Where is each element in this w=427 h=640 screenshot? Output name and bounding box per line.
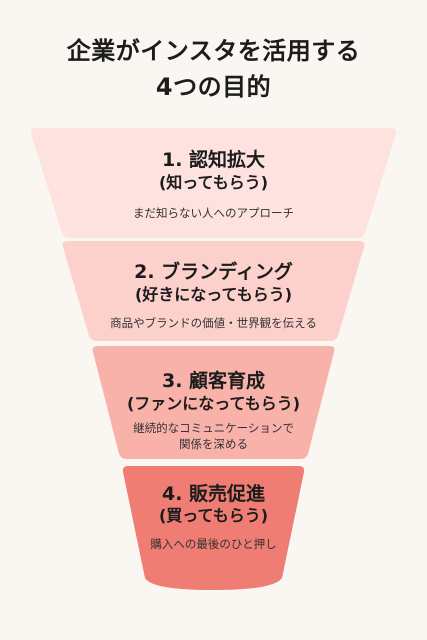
page-title: 企業がインスタを活用する [66, 37, 361, 65]
stage-4-heading: 4. 販売促進 [161, 483, 266, 505]
stage-3-description-line-1: 継続的なコミュニケーションで [133, 421, 294, 435]
funnel-stage-2-shape [62, 241, 365, 341]
stage-1-subheading: (知ってもらう) [158, 173, 269, 192]
stage-3-subheading: (ファンになってもらう) [126, 394, 301, 413]
stage-3-description-line-2: 関係を深める [179, 437, 248, 451]
funnel-stage-3-shape [92, 346, 335, 459]
page-subtitle: 4つの目的 [155, 73, 272, 101]
stage-3-heading: 3. 顧客育成 [161, 370, 266, 392]
stage-1-description: まだ知らない人へのアプローチ [133, 206, 294, 220]
stage-1-heading: 1. 認知拡大 [161, 149, 266, 171]
funnel-stage-4-shape [122, 466, 305, 590]
stage-2-heading: 2. ブランディング [134, 261, 293, 283]
funnel-stage-1-shape [30, 128, 397, 238]
stage-2-description: 商品やブランドの価値・世界観を伝える [110, 316, 317, 330]
stage-4-subheading: (買ってもらう) [158, 506, 269, 525]
stage-4-description: 購入への最後のひと押し [150, 537, 277, 551]
stage-2-subheading: (好きになってもらう) [134, 285, 293, 304]
